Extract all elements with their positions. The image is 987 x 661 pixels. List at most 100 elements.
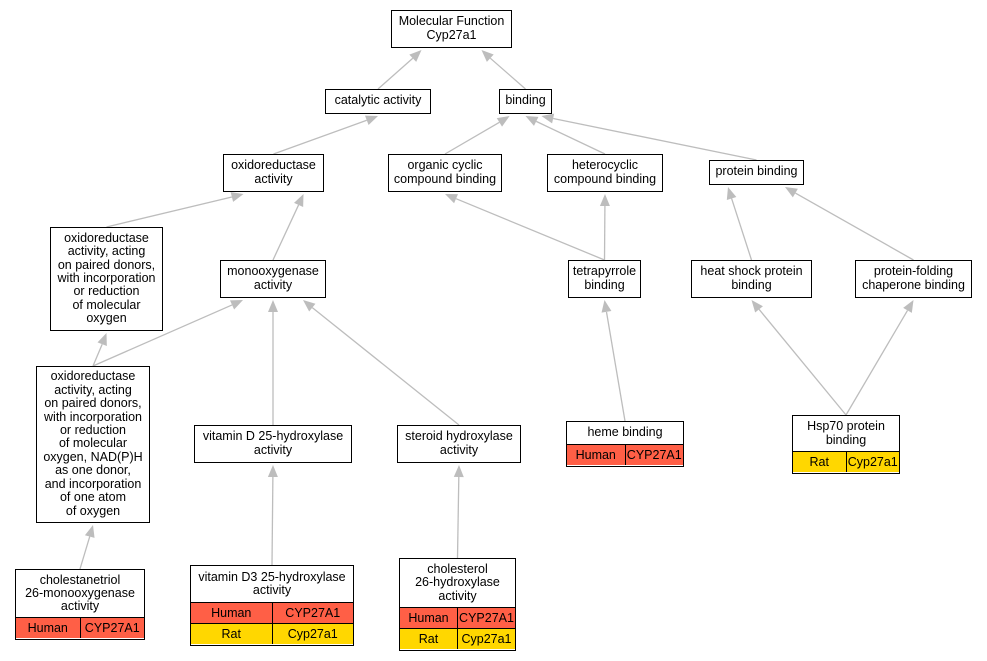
edge-arrowhead [267,465,278,478]
go-node-protein-folding-chaperone-binding[interactable]: protein-folding chaperone binding [855,260,972,298]
node-label: Hsp70 protein binding [807,419,885,447]
species-cell: Rat [191,624,272,645]
go-node-heat-shock-protein-binding[interactable]: heat shock protein binding [691,260,812,298]
edge-arrowhead [230,300,243,310]
species-cell: Rat [400,629,457,650]
node-label: cholestanetriol 26-monooxygenase activit… [25,572,135,614]
go-node-binding[interactable]: binding [499,89,552,114]
go-node-heterocyclic-compound-binding[interactable]: heterocyclic compound binding [547,154,663,192]
edge-line [605,311,626,422]
go-node-steroid-hydroxylase[interactable]: steroid hydroxylase activity [397,425,521,463]
node-label: tetrapyrrole binding [572,264,637,292]
species-cell: Rat [793,452,846,473]
edge-arrowhead [409,50,422,62]
go-node-vitamin-d3-25-hydroxylase[interactable]: vitamin D3 25-hydroxylase activity Human… [190,565,354,646]
edge-line [845,310,909,416]
edge-line [106,196,233,228]
edge-arrowhead [903,300,914,313]
edge-arrowhead [525,116,539,126]
species-cell: Human [567,445,625,466]
edge-line [758,308,847,416]
edge-arrowhead [601,300,612,313]
node-label: vitamin D 25-hydroxylase activity [202,429,344,457]
node-label: heat shock protein binding [700,264,803,292]
edge-line [730,198,753,261]
edge-arrowhead [97,333,107,346]
go-node-cholesterol-26-hydroxylase[interactable]: cholesterol 26-hydroxylase activity Huma… [399,558,516,651]
node-label: heme binding [587,425,663,440]
edge-line [535,120,606,155]
node-label: monooxygenase activity [227,264,319,292]
edge-arrowhead [785,187,798,198]
node-label: heterocyclic compound binding [553,158,657,186]
go-node-cholestanetriol-26-monooxygenase[interactable]: cholestanetriol 26-monooxygenase activit… [15,569,145,640]
edge-arrowhead [294,194,304,207]
edge-arrowhead [751,300,763,313]
go-node-protein-binding[interactable]: protein binding [709,160,804,185]
edge-arrowhead [496,116,510,127]
edge-arrowhead [445,194,458,204]
edge-line [795,192,914,261]
go-node-molecular-function[interactable]: Molecular Function Cyp27a1 [391,10,512,48]
gene-cell[interactable]: Cyp27a1 [845,452,899,473]
node-label: protein binding [715,164,798,179]
go-node-monooxygenase-activity[interactable]: monooxygenase activity [220,260,326,298]
gene-cell[interactable]: CYP27A1 [79,618,144,639]
node-label: steroid hydroxylase activity [405,429,513,457]
edge-line [271,476,274,566]
gene-cell[interactable]: CYP27A1 [457,608,515,629]
edge-arrowhead [365,115,378,125]
node-label: Molecular Function Cyp27a1 [398,14,505,42]
edge-line [553,117,757,161]
go-node-catalytic-activity[interactable]: catalytic activity [325,89,431,114]
gene-cell[interactable]: Cyp27a1 [457,629,515,650]
gene-cell[interactable]: CYP27A1 [271,603,353,624]
edge-line [273,119,368,155]
node-label: organic cyclic compound binding [393,158,497,186]
species-cell: Human [400,608,457,629]
node-label: oxidoreductase activity, acting on paire… [57,230,156,326]
edge-arrowhead [268,300,278,312]
node-label: binding [505,93,546,108]
go-node-oxidoreductase-paired-donors[interactable]: oxidoreductase activity, acting on paire… [50,227,163,331]
edge-line [79,536,91,570]
edge-arrowhead [726,187,737,200]
edge-line [455,198,605,261]
edge-line [92,304,233,367]
edge-arrowhead [303,300,316,312]
node-label: vitamin D3 25-hydroxylase activity [198,569,346,598]
node-label: oxidoreductase activity, acting on paire… [43,369,143,518]
node-label: catalytic activity [334,93,422,108]
go-node-oxidoreductase-nadph[interactable]: oxidoreductase activity, acting on paire… [36,366,150,523]
species-cell: Human [191,603,272,624]
species-cell: Human [16,618,80,639]
edge-line [489,57,526,90]
go-node-organic-cyclic-compound-binding[interactable]: organic cyclic compound binding [388,154,502,192]
edge-line [92,343,103,367]
gene-cell[interactable]: CYP27A1 [624,445,683,466]
edge-line [377,57,414,90]
edge-arrowhead [599,194,610,207]
go-node-tetrapyrrole-binding[interactable]: tetrapyrrole binding [568,260,641,298]
gene-cell[interactable]: Cyp27a1 [271,624,353,645]
go-node-oxidoreductase-activity[interactable]: oxidoreductase activity [223,154,324,192]
edge-line [311,307,460,426]
edge-arrowhead [230,192,244,202]
edge-arrowhead [84,525,95,538]
go-node-vitamin-d-25-hydroxylase[interactable]: vitamin D 25-hydroxylase activity [194,425,352,463]
edge-arrowhead [541,113,555,124]
node-label: oxidoreductase activity [231,158,316,186]
node-label: protein-folding chaperone binding [862,264,965,292]
edge-line [456,476,460,559]
